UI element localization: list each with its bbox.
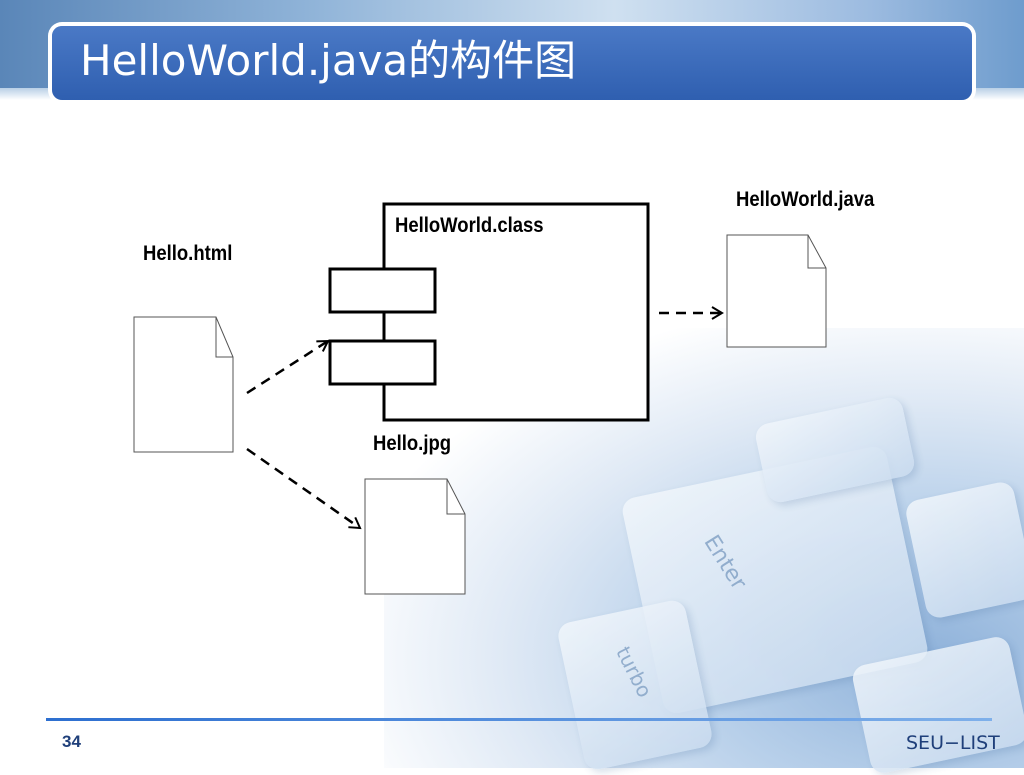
- component-port-bottom: [328, 339, 437, 386]
- artifact-hello-jpg-document: [364, 478, 466, 595]
- artifact-label-helloworld-java: HelloWorld.java: [736, 188, 875, 211]
- artifact-label-hello-html: Hello.html: [143, 242, 233, 265]
- footer-divider: [46, 718, 992, 721]
- component-label: HelloWorld.class: [395, 214, 544, 237]
- dependency-arrow-html-to-class: [246, 339, 330, 395]
- component-helloworld-class: [328, 202, 650, 422]
- artifact-helloworld-java-document: [726, 234, 827, 348]
- page-number: 34: [62, 732, 81, 751]
- footer-brand: SEU−LIST: [906, 732, 1000, 754]
- dependency-arrow-html-to-jpg: [246, 447, 362, 530]
- slide-title: HelloWorld.java的构件图: [80, 36, 577, 85]
- artifact-hello-html-document: [133, 316, 234, 453]
- artifact-label-hello-jpg: Hello.jpg: [373, 432, 452, 455]
- title-bar: [52, 26, 972, 100]
- component-port-top: [328, 267, 437, 314]
